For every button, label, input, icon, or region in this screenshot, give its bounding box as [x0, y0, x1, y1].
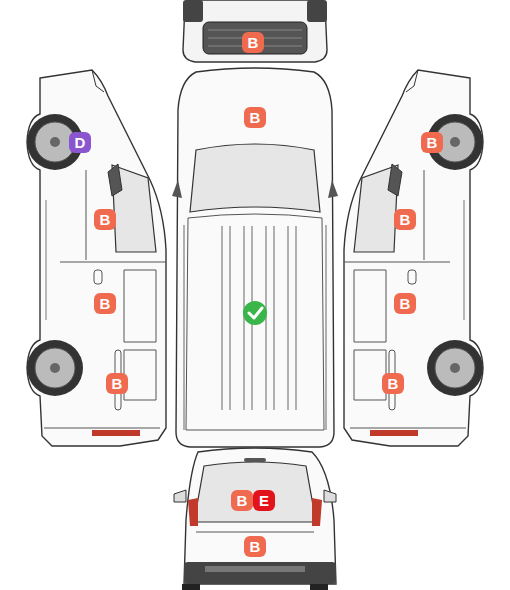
- damage-badge: B: [394, 293, 416, 314]
- right-side-view: [344, 70, 483, 446]
- badge-letter: B: [237, 493, 248, 508]
- damage-badge: B: [244, 107, 266, 128]
- damage-badge: B: [106, 373, 128, 394]
- badge-letter: B: [100, 296, 111, 311]
- left-side-view: [27, 70, 166, 446]
- damage-badge: B: [231, 490, 253, 511]
- damage-badge: E: [253, 490, 275, 511]
- badge-letter: B: [112, 376, 123, 391]
- damage-badge: B: [242, 32, 264, 53]
- damage-badge: B: [94, 209, 116, 230]
- damage-badge: B: [244, 536, 266, 557]
- badge-letter: B: [388, 376, 399, 391]
- badge-letter: B: [400, 296, 411, 311]
- badge-letter: B: [250, 539, 261, 554]
- badge-letter: B: [427, 135, 438, 150]
- badge-letter: E: [259, 493, 269, 508]
- badge-letter: B: [100, 212, 111, 227]
- rear-view: [174, 448, 336, 590]
- damage-badge: B: [94, 293, 116, 314]
- damage-badge: B: [394, 209, 416, 230]
- badge-letter: B: [400, 212, 411, 227]
- badge-letter: B: [248, 35, 259, 50]
- damage-badge: B: [421, 132, 443, 153]
- badge-letter: B: [250, 110, 261, 125]
- damage-badge: D: [69, 132, 91, 153]
- front-view: [183, 0, 327, 62]
- check-badge: [243, 301, 267, 325]
- damage-badge: B: [382, 373, 404, 394]
- badge-letter: D: [75, 135, 86, 150]
- top-view: [172, 68, 338, 447]
